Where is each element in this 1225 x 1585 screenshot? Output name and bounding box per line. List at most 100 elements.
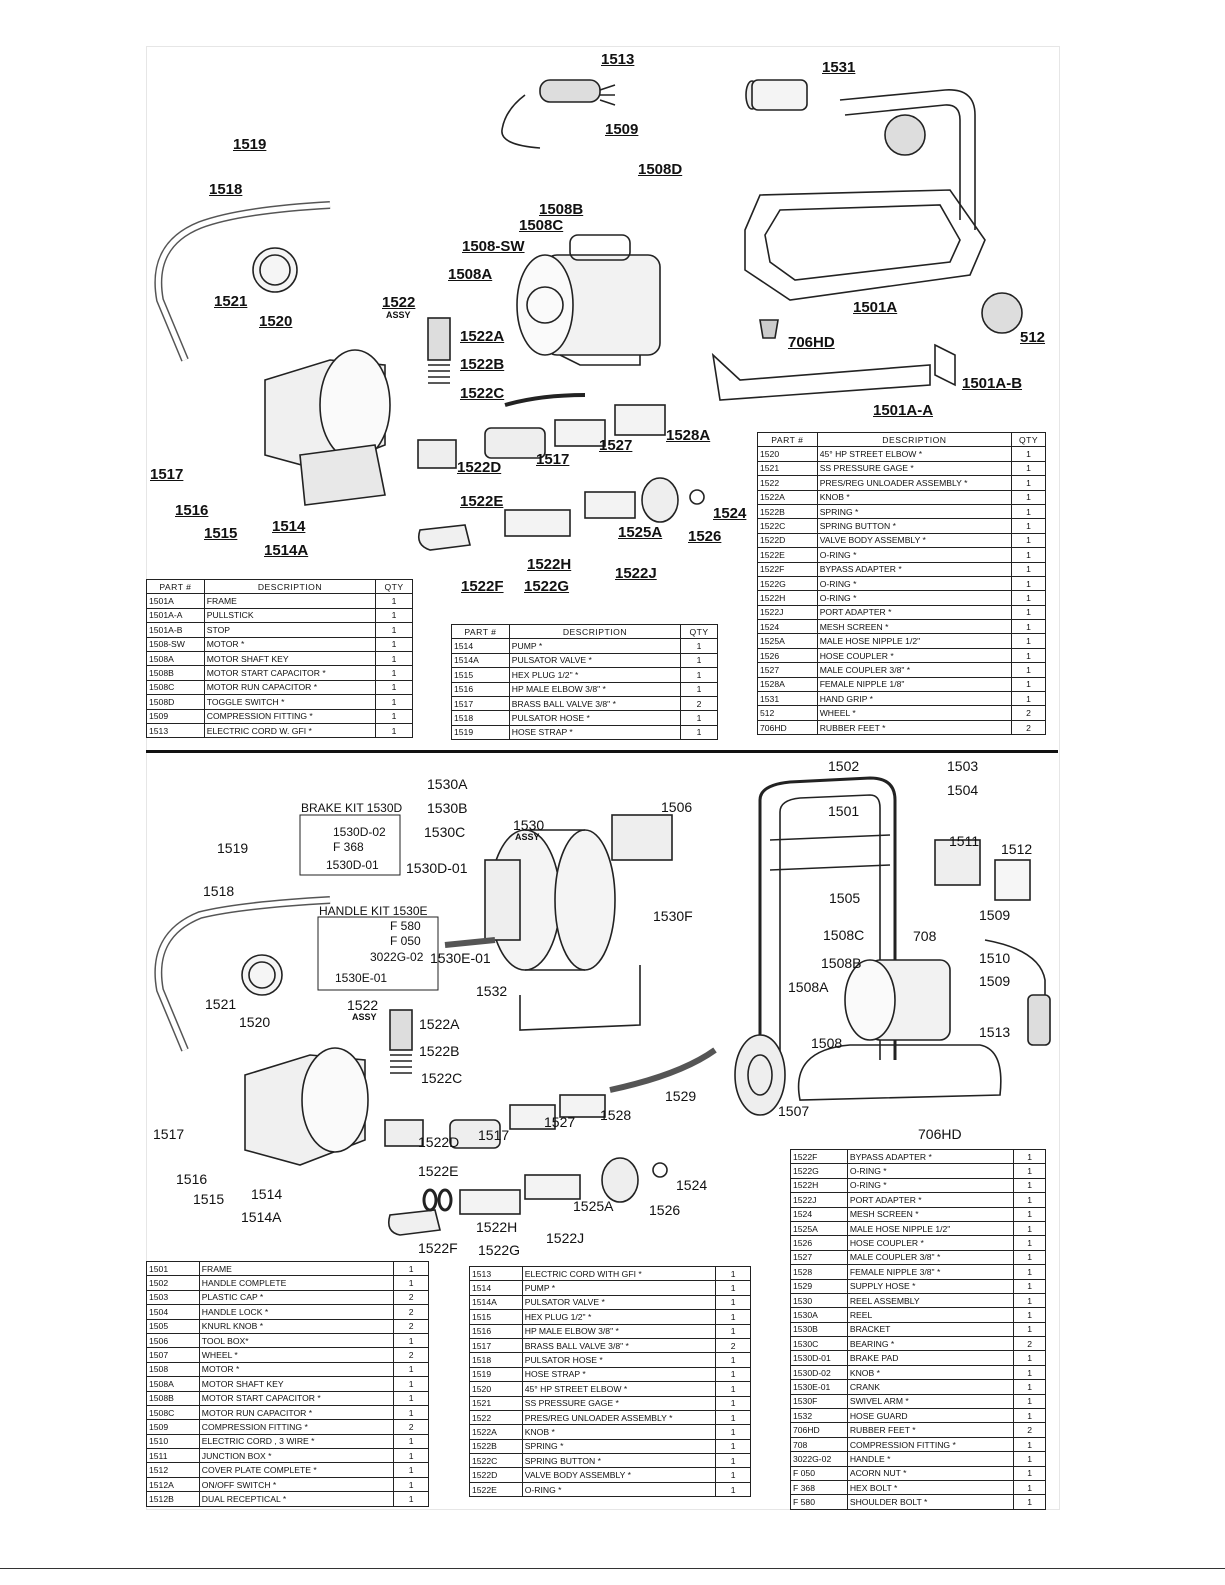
callout-1531: 1531 <box>822 59 856 76</box>
part-number-cell: 1521 <box>757 460 818 477</box>
description-cell: 45° HP STREET ELBOW * <box>521 1381 717 1397</box>
qty-cell: 1 <box>1013 1350 1046 1366</box>
column-header-description: DESCRIPTION <box>203 578 377 595</box>
callout-1517-left: 1517 <box>150 466 184 483</box>
qty-cell: 1 <box>1011 676 1046 693</box>
qty-cell: 1 <box>1013 1436 1046 1453</box>
callout-1522F: 1522F <box>461 578 504 595</box>
callout-1525A: 1525A <box>573 1198 614 1214</box>
qty-cell: 1 <box>393 1462 429 1478</box>
qty-cell: 1 <box>1011 446 1046 462</box>
part-number-cell: 1514A <box>451 652 510 669</box>
description-cell: HOSE STRAP * <box>521 1366 717 1383</box>
callout-1522J: 1522J <box>546 1230 585 1246</box>
part-number-cell: 1530 <box>790 1292 848 1309</box>
description-cell: FEMALE NIPPLE 3/8" * <box>846 1264 1015 1280</box>
qty-cell: 1 <box>715 1280 751 1296</box>
description-cell: COMPRESSION FITTING * <box>203 708 377 724</box>
frame-drawing <box>744 189 986 301</box>
part-number-cell: 1514 <box>469 1280 523 1296</box>
description-cell: SPRING BUTTON * <box>521 1453 717 1469</box>
part-number-cell: 1519 <box>469 1366 523 1383</box>
description-cell: O-RING * <box>521 1481 717 1498</box>
callout-1514A: 1514A <box>241 1209 282 1225</box>
handle-kit-item: 3022G-02 <box>370 950 424 964</box>
callout-1521: 1521 <box>205 996 237 1012</box>
part-number-cell: F 368 <box>790 1479 848 1496</box>
qty-cell: 2 <box>393 1304 429 1320</box>
part-number-cell: 1530E-01 <box>790 1379 848 1395</box>
description-cell: PUMP * <box>521 1280 717 1296</box>
part-number-cell: 1517 <box>451 695 510 712</box>
cart-wheel-drawing <box>734 1034 786 1116</box>
electric-cord-drawing <box>501 94 541 149</box>
brake-kit-item: 1530D-02 <box>333 825 386 839</box>
description-cell: MESH SCREEN * <box>816 619 1013 635</box>
part-number-cell: 1522D <box>469 1467 523 1483</box>
column-header-qty: QTY <box>680 623 718 640</box>
description-cell: FEMALE NIPPLE 1/8" <box>816 676 1013 693</box>
callout-1527: 1527 <box>599 437 633 454</box>
wheel-512-drawing <box>981 292 1023 334</box>
description-cell: HAND GRIP * <box>816 691 1013 707</box>
description-cell: O-RING * <box>816 575 1013 592</box>
description-cell: KNOB * <box>846 1364 1015 1381</box>
qty-cell: 1 <box>375 607 413 624</box>
description-cell: SUPPLY HOSE * <box>846 1278 1015 1294</box>
qty-cell: 1 <box>715 1265 751 1282</box>
description-cell: MESH SCREEN * <box>846 1206 1015 1222</box>
description-cell: KNURL KNOB * <box>198 1318 395 1334</box>
description-cell: HP MALE ELBOW 3/8" * <box>521 1323 717 1339</box>
part-number-cell: 1515 <box>469 1309 523 1325</box>
part-number-cell: 1516 <box>451 681 510 697</box>
callout-1526: 1526 <box>688 528 722 545</box>
column-header-description: DESCRIPTION <box>508 623 682 640</box>
hand-grip-drawing <box>751 79 808 111</box>
part-number-cell: 1508C <box>146 1404 200 1421</box>
qty-cell: 1 <box>393 1275 429 1291</box>
callout-1532: 1532 <box>476 983 508 999</box>
part-number-cell: 512 <box>757 705 818 721</box>
callout-1522: 1522 <box>382 294 416 311</box>
qty-cell: 1 <box>1011 489 1046 505</box>
description-cell: COMPRESSION FITTING * <box>198 1419 395 1435</box>
part-number-cell: 1508A <box>146 1376 200 1392</box>
description-cell: O-RING * <box>846 1163 1015 1179</box>
part-number-cell: 1509 <box>146 708 205 724</box>
part-number-cell: 1501A-B <box>146 622 205 638</box>
qty-cell: 1 <box>375 708 413 724</box>
qty-cell: 1 <box>1011 547 1046 563</box>
description-cell: DUAL RECEPTICAL * <box>198 1491 395 1507</box>
part-number-cell: 1522A <box>469 1424 523 1440</box>
callout-1514: 1514 <box>272 518 306 535</box>
description-cell: ON/OFF SWITCH * <box>198 1476 395 1493</box>
part-number-cell: 1505 <box>146 1318 200 1334</box>
part-number-cell: 1522F <box>790 1148 848 1165</box>
part-number-cell: 1520 <box>469 1381 523 1397</box>
callout-1509: 1509 <box>605 121 639 138</box>
part-number-cell: 1512 <box>146 1462 200 1478</box>
callout-1530-assy: ASSY <box>515 832 540 842</box>
